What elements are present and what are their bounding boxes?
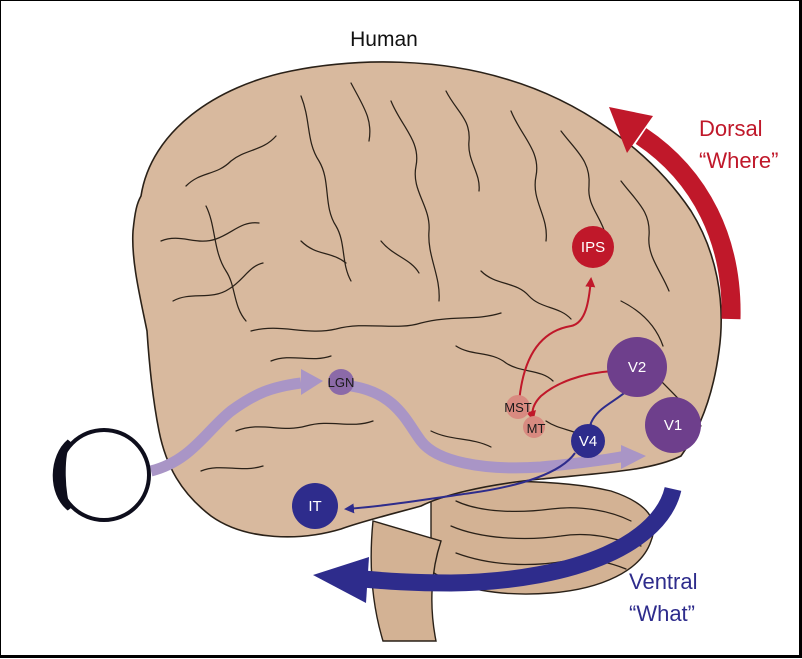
it-label: IT: [308, 498, 321, 515]
dorsal-label: Dorsal “Where”: [699, 116, 778, 173]
area-node-ips: IPS: [572, 226, 614, 268]
v4-label: V4: [579, 433, 597, 450]
v1-label: V1: [664, 417, 682, 434]
mst-label: MST: [504, 400, 532, 415]
mt-label: MT: [527, 421, 546, 436]
ips-label: IPS: [581, 239, 605, 256]
area-node-it: IT: [292, 483, 338, 529]
lgn-label: LGN: [328, 375, 355, 390]
ventral-label: Ventral “What”: [629, 569, 698, 626]
area-node-v1: V1: [645, 397, 701, 453]
ventral-label-line2: “What”: [629, 601, 695, 626]
figure-title: Human: [350, 28, 418, 51]
eye-icon: [55, 430, 149, 520]
v2-label: V2: [628, 359, 646, 376]
ventral-label-line1: Ventral: [629, 569, 698, 594]
area-node-v4: V4: [571, 424, 605, 458]
area-node-v2: V2: [607, 337, 667, 397]
dorsal-label-line2: “Where”: [699, 148, 778, 173]
dorsal-label-line1: Dorsal: [699, 116, 763, 141]
